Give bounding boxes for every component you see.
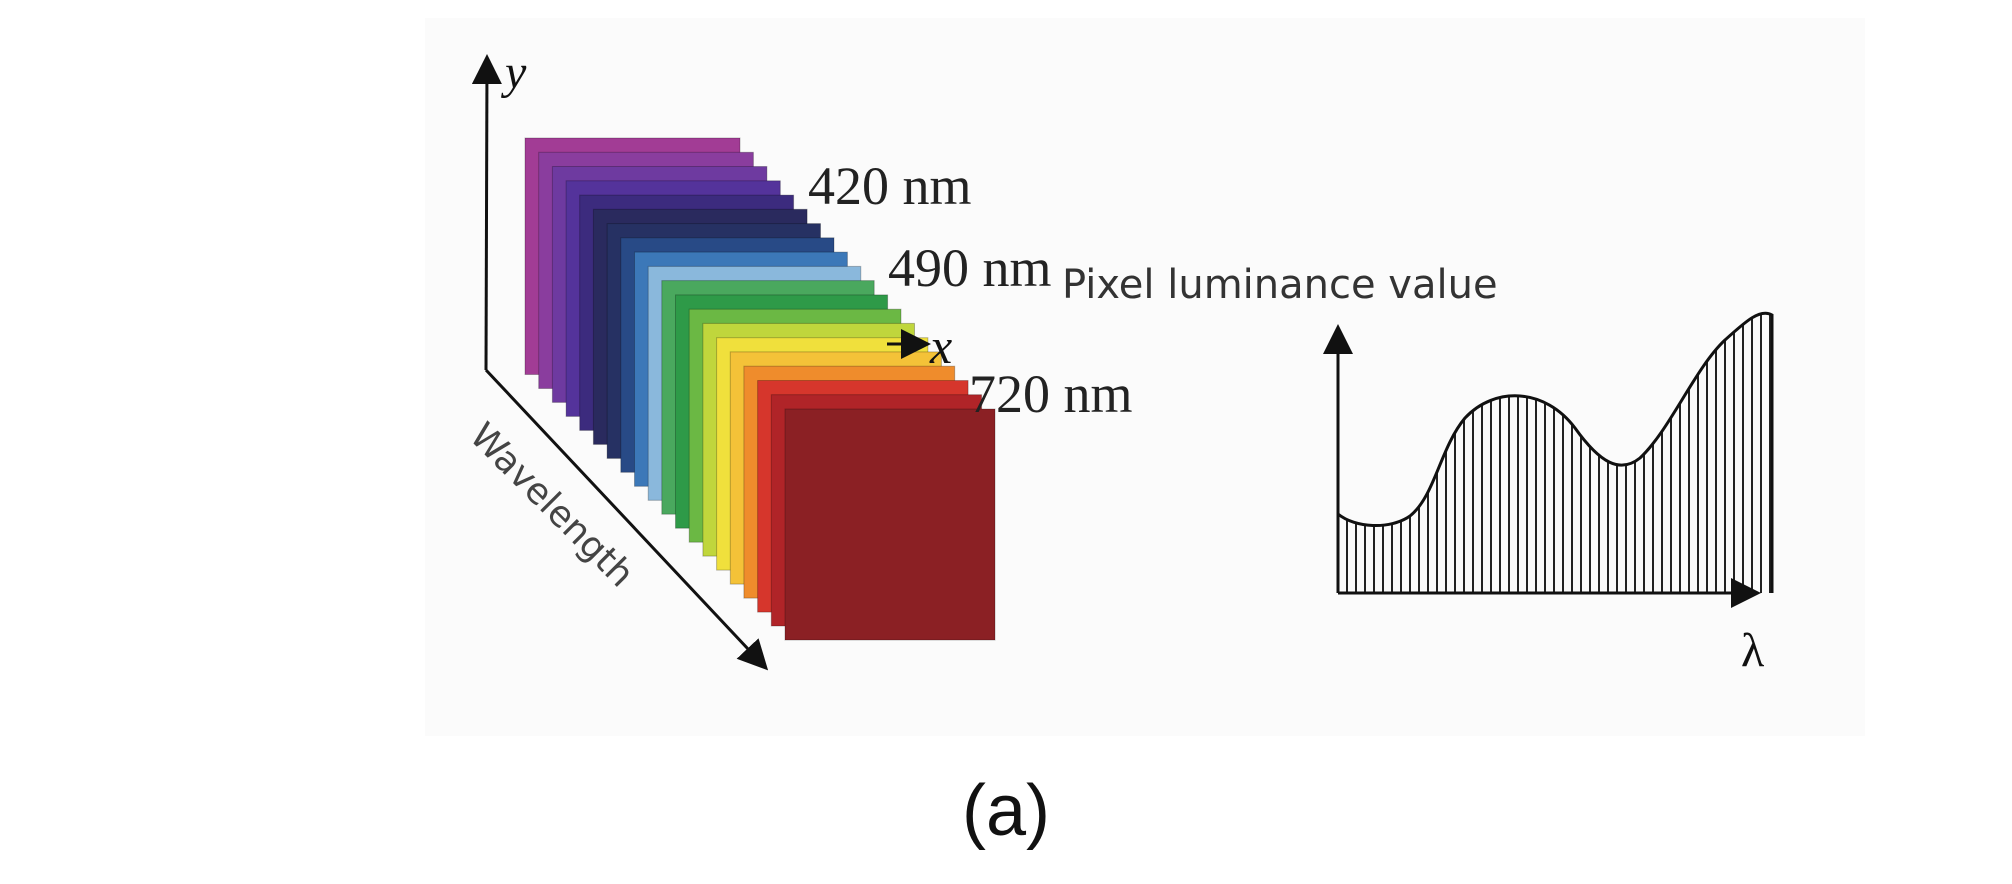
- band-label-420: 420 nm: [808, 156, 972, 216]
- hyperspectral-cube: y x Wavelength 420 nm 490 nm 720 nm: [462, 46, 1133, 671]
- spectrum-x-label: λ: [1741, 624, 1765, 677]
- spectral-bands: [524, 137, 996, 641]
- spectrum-curve: [1337, 311, 1774, 593]
- hyperspectral-diagram: y x Wavelength 420 nm 490 nm 720 nm Pixe…: [462, 46, 1774, 677]
- figure-caption: (a): [962, 771, 1050, 851]
- spectrum-hatching: [1338, 313, 1771, 593]
- wavelength-axis-line: [484, 368, 769, 671]
- figure-panel: y x Wavelength 420 nm 490 nm 720 nm Pixe…: [425, 18, 1865, 736]
- spectrum-plot: Pixel luminance value λ: [1062, 262, 1774, 677]
- x-axis-label: x: [929, 318, 952, 374]
- band-slice: [784, 408, 996, 641]
- y-axis-label: y: [500, 46, 527, 99]
- y-axis-line: [471, 54, 502, 371]
- spectrum-y-label: Pixel luminance value: [1062, 262, 1498, 308]
- band-label-720: 720 nm: [969, 364, 1133, 424]
- band-label-490: 490 nm: [888, 238, 1052, 298]
